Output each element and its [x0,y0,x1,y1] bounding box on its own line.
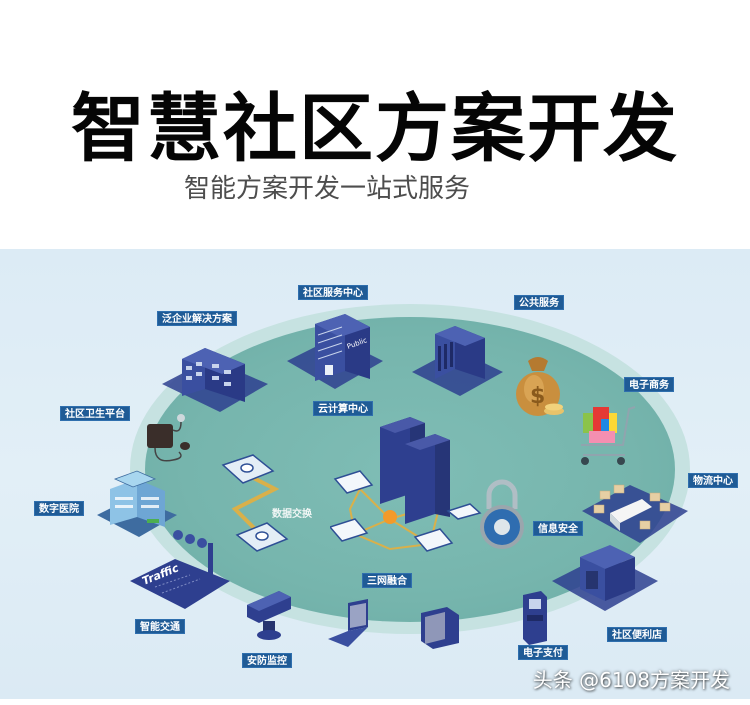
label-smart-traffic: 智能交通 [135,619,185,634]
label-information-security: 信息安全 [533,521,583,536]
label-enterprise-solutions: 泛企业解决方案 [157,311,237,326]
public-building-icon: Public [287,314,383,389]
padlock-icon [480,479,524,549]
shopping-cart-icon [581,406,636,465]
label-data-exchange: 数据交换 [272,509,312,520]
government-building-icon [412,326,503,396]
label-digital-hospital: 数字医院 [34,501,84,516]
traffic-light-icon: Traffic [130,530,230,609]
delivery-truck-icon [582,484,688,543]
label-e-payment: 电子支付 [518,645,568,660]
laptop-icon [328,599,368,647]
label-security-monitoring: 安防监控 [242,653,292,668]
smart-community-diagram: 数据交换 云计算中心 三网融合 泛企业解决方案 [0,249,750,699]
label-logistics-center: 物流中心 [688,473,738,488]
label-cloud-computing-center: 云计算中心 [313,401,373,416]
label-public-services: 公共服务 [514,295,564,310]
watermark: 头条 @6108方案开发 [532,668,730,692]
page-title: 智慧社区方案开发 [71,86,679,172]
payment-terminal-icon [523,591,547,645]
office-building-icon [162,348,268,412]
label-community-store: 社区便利店 [607,627,667,642]
cloud-server-hub-icon [330,417,482,552]
label-community-service-center: 社区服务中心 [298,285,368,300]
hospital-icon [97,470,177,537]
label-community-health-platform: 社区卫生平台 [60,406,130,421]
surveillance-camera-icon [247,591,291,640]
store-kiosk-icon [552,545,658,611]
crt-tv-icon [421,607,459,649]
svg-text:$: $ [530,384,545,409]
page-subtitle: 智能方案开发一站式服务 [184,174,471,204]
data-exchange-icon [221,454,289,552]
money-bag-icon: $ [516,357,564,416]
blood-pressure-monitor-icon [147,414,190,462]
label-triple-network: 三网融合 [362,573,412,588]
label-ecommerce: 电子商务 [624,377,674,392]
